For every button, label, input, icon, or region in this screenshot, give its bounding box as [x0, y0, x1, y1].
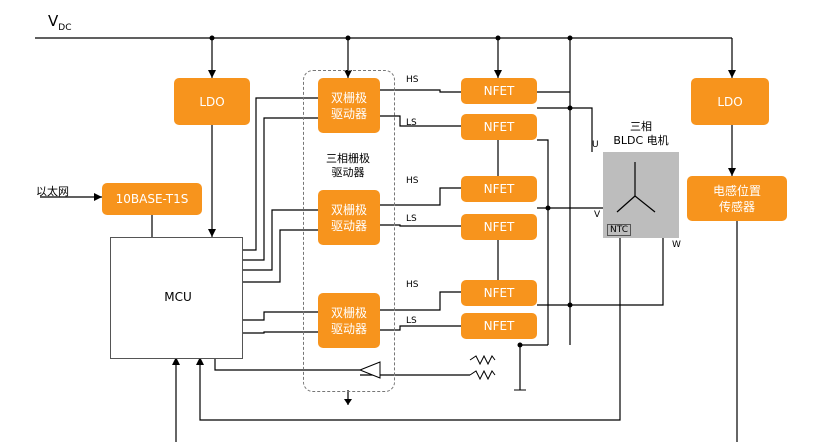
- phase-u-label: U: [592, 140, 599, 150]
- nfet-3-ls: NFET: [461, 313, 537, 339]
- nfet-3-hs: NFET: [461, 280, 537, 306]
- ls-label-2: LS: [406, 214, 417, 224]
- gate-driver-1: 双栅极 驱动器: [318, 78, 380, 133]
- hs-label-1: HS: [406, 75, 419, 85]
- nfet-2-ls: NFET: [461, 214, 537, 240]
- ldo-right: LDO: [691, 78, 769, 125]
- driver-group-outline: [303, 70, 395, 392]
- winding-icon: [616, 162, 656, 213]
- position-sensor: 电感位置 传感器: [687, 176, 787, 221]
- hs-label-3: HS: [406, 280, 419, 290]
- nfet-2-hs: NFET: [461, 176, 537, 202]
- gate-driver-3: 双栅极 驱动器: [318, 293, 380, 348]
- ls-label-1: LS: [406, 118, 417, 128]
- nfet-1-hs: NFET: [461, 78, 537, 104]
- hs-label-2: HS: [406, 176, 419, 186]
- ls-label-3: LS: [406, 316, 417, 326]
- vdc-label: VDC: [48, 12, 72, 33]
- ethernet-label: 以太网: [36, 185, 69, 198]
- phase-v-label: V: [594, 210, 601, 220]
- motor-title: 三相 BLDC 电机: [613, 120, 669, 147]
- gate-driver-2: 双栅极 驱动器: [318, 190, 380, 245]
- mcu-box: [110, 237, 243, 359]
- motor-body: NTC: [603, 152, 679, 238]
- phy-block: 10BASE-T1S: [102, 183, 202, 215]
- ldo-left: LDO: [174, 78, 250, 125]
- phase-w-label: W: [672, 240, 681, 250]
- mcu-label: MCU: [164, 290, 192, 304]
- nfet-1-ls: NFET: [461, 114, 537, 140]
- ntc-label: NTC: [607, 224, 631, 236]
- driver-group-label: 三相栅极 驱动器: [326, 152, 370, 179]
